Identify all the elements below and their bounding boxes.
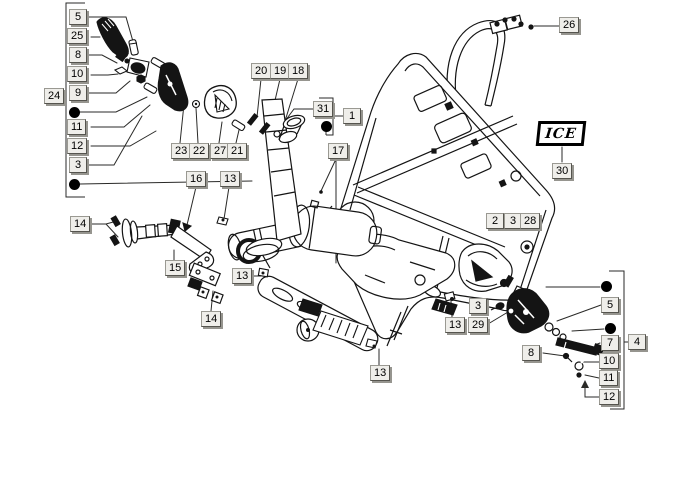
stand-leg (556, 338, 598, 355)
callout-17[interactable]: 17 (328, 143, 349, 159)
steering-column (242, 99, 323, 265)
callout-25[interactable]: 25 (67, 28, 88, 44)
grouping-brackets (62, 3, 628, 409)
callout-13-3[interactable]: 13 (370, 365, 391, 381)
callout-7[interactable]: 7 (601, 335, 619, 351)
callout-11-2[interactable]: 11 (599, 370, 619, 386)
callout-20[interactable]: 20 (251, 63, 272, 79)
callout-11[interactable]: 11 (67, 119, 87, 135)
callout-22[interactable]: 22 (189, 143, 210, 159)
callout-21[interactable]: 21 (227, 143, 248, 159)
kickstart-cluster (97, 18, 246, 131)
callout-1[interactable]: 1 (343, 108, 361, 124)
callout-23[interactable]: 23 (171, 143, 192, 159)
callout-24[interactable]: 24 (44, 88, 65, 104)
model-logo-text: ICE (544, 125, 578, 142)
model-logo-ice: ICE (535, 121, 587, 146)
leader-lines-middle (92, 104, 452, 365)
assembly-dot-5 (605, 323, 616, 334)
arrow-up-icon (581, 380, 589, 388)
callout-5-2[interactable]: 5 (601, 297, 619, 313)
callout-26[interactable]: 26 (559, 17, 580, 33)
callout-4[interactable]: 4 (628, 334, 646, 350)
callout-8-2[interactable]: 8 (522, 345, 540, 361)
callout-14[interactable]: 14 (70, 216, 91, 232)
callout-2[interactable]: 2 (486, 213, 504, 229)
callout-29[interactable]: 29 (468, 317, 489, 333)
fuel-filler-neck (278, 113, 306, 145)
callout-27[interactable]: 27 (210, 143, 231, 159)
assembly-dot-1 (69, 107, 80, 118)
rack-bolt (529, 25, 533, 29)
callout-3[interactable]: 3 (69, 157, 87, 173)
callout-28[interactable]: 28 (520, 213, 541, 229)
kickstart-shaft (158, 63, 188, 111)
frame-skirt (387, 306, 408, 346)
callout-18[interactable]: 18 (288, 63, 309, 79)
callout-16[interactable]: 16 (186, 171, 207, 187)
callout-13[interactable]: 13 (220, 171, 241, 187)
callout-5[interactable]: 5 (69, 9, 87, 25)
rear-rack (447, 15, 533, 106)
assembly-dot-3 (321, 121, 332, 132)
callout-30[interactable]: 30 (552, 163, 573, 179)
callout-13-2[interactable]: 13 (232, 268, 253, 284)
callout-8[interactable]: 8 (69, 47, 87, 63)
callout-31[interactable]: 31 (313, 101, 334, 117)
callout-12[interactable]: 12 (67, 138, 88, 154)
leader-lines-left (80, 17, 252, 184)
callout-9[interactable]: 9 (69, 85, 87, 101)
callout-13-4[interactable]: 13 (445, 317, 466, 333)
callout-10-2[interactable]: 10 (599, 353, 620, 369)
assembly-dot-4 (601, 281, 612, 292)
callout-12-2[interactable]: 12 (599, 389, 620, 405)
callout-3-3[interactable]: 3 (469, 298, 487, 314)
small-fasteners (183, 217, 455, 348)
callout-14-2[interactable]: 14 (201, 311, 222, 327)
assembly-dot-2 (69, 179, 80, 190)
callout-10[interactable]: 10 (67, 66, 88, 82)
callout-15[interactable]: 15 (165, 260, 186, 276)
stand-link-bar (110, 216, 223, 303)
bracket-right (609, 271, 628, 409)
foot-pads (299, 299, 457, 345)
centre-stand-cluster (459, 244, 604, 377)
